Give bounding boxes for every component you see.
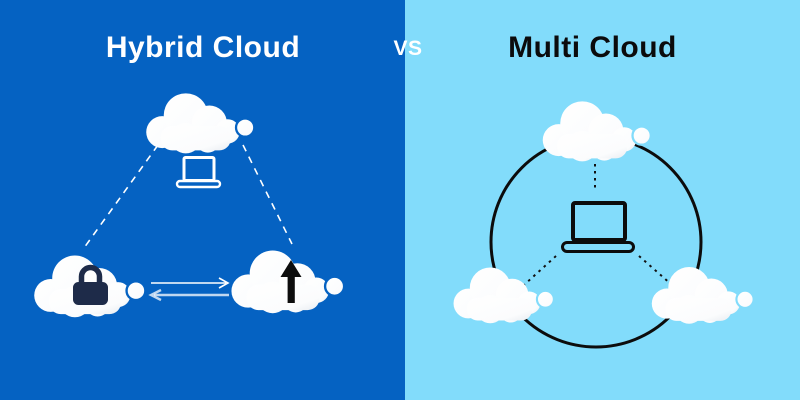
laptop-icon-black xyxy=(561,201,635,253)
dotted-connector-left xyxy=(523,255,557,286)
hybrid-diagram xyxy=(33,92,346,319)
cloud-icon-multi-left xyxy=(452,266,555,325)
cloud-icon-hybrid-top xyxy=(145,92,256,155)
lock-icon xyxy=(73,264,108,305)
multi-diagram xyxy=(452,100,755,349)
upload-arrow-icon xyxy=(280,260,302,303)
vs-label: VS xyxy=(393,37,423,60)
dashed-connector-left xyxy=(83,144,159,249)
cloud-icon-multi-right xyxy=(650,265,755,325)
dashed-connector-right xyxy=(242,144,293,245)
sync-arrows-icon xyxy=(148,277,230,302)
hybrid-cloud-panel xyxy=(0,0,405,400)
hybrid-cloud-title: Hybrid Cloud xyxy=(105,31,301,64)
dotted-connector-right xyxy=(638,255,673,286)
laptop-icon-white xyxy=(175,156,222,189)
cloud-icon-multi-top xyxy=(541,100,652,163)
dotted-connectors xyxy=(523,164,673,286)
multi-cloud-title: Multi Cloud xyxy=(508,31,677,64)
multi-cloud-panel xyxy=(405,0,800,400)
